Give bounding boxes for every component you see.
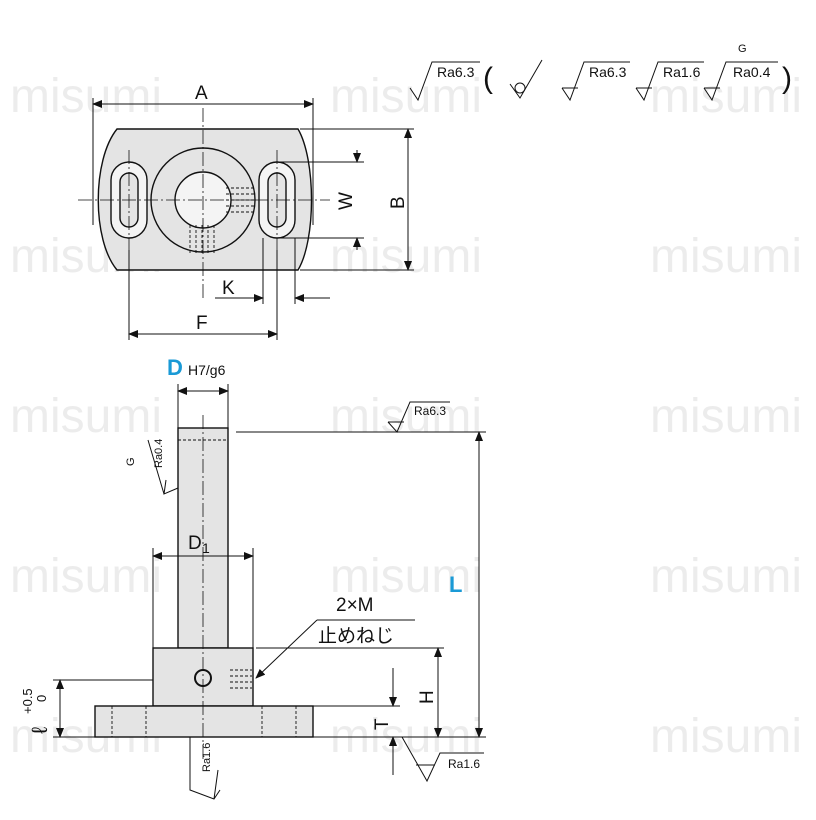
surface-finish-circle [514,82,526,94]
surface-finish-symbol [635,61,704,102]
finish-item-1: Ra6.3 [589,64,627,80]
surface-finish-symbol [703,61,778,102]
surface-finish-symbol [409,61,480,102]
dimension-label-a: A [195,83,208,104]
paren-open: ( [483,62,493,95]
shaft-finish-value: Ra0.4 [153,439,165,468]
top-finish-symbol [387,401,450,433]
dimension-label-d-tolerance: H7/g6 [188,362,226,378]
dimension-label-l: L [449,572,462,597]
callout-qty: 2×M [336,595,374,616]
callout-part: 止めねじ [318,625,394,647]
watermark-text: misumi [10,390,162,443]
callout-leader-line [255,619,318,679]
bottom-finish-value: Ra1.6 [201,743,213,772]
watermark-text: misumi [650,230,802,283]
paren-close: ) [782,62,792,95]
watermark-text: misumi [10,550,162,603]
side-view: D H7/g6 D 1 L H T ℓ +0.5 0 2×M 止めねじ [20,355,486,800]
top-view: A B W K F [78,83,414,340]
watermark-text: misumi [330,550,482,603]
dimension-label-l-small-lower: 0 [34,695,49,702]
surface-finish-legend: Ra6.3 ( Ra6.3 Ra1.6 Ra0.4 G ) [409,43,792,102]
dimension-label-w: W [336,192,357,210]
watermark-text: misumi [330,390,482,443]
base-finish-value: Ra1.6 [448,757,480,771]
watermark-text: misumi [650,390,802,443]
finish-item-2: Ra1.6 [663,64,701,80]
watermark-text: misumi [10,70,162,123]
dimension-label-d1: D [188,533,202,554]
dimension-label-f: F [196,313,208,334]
slot-hidden-lines [111,706,297,737]
watermark-text: misumi [330,70,482,123]
shaft-finish-symbol [147,439,179,495]
finish-item-3: Ra0.4 [733,64,771,80]
dimension-label-b: B [388,196,409,209]
dimension-label-l-small: ℓ [27,726,52,734]
watermark-text: misumi [650,70,802,123]
dimension-label-d: D [167,355,183,380]
shaft-finish-mark: G [125,457,137,466]
surface-finish-symbol [561,61,630,102]
finish-item-3-mark: G [738,43,747,55]
base-finish-symbol [401,736,484,783]
dimension-label-l-small-upper: +0.5 [20,688,35,714]
set-screw-hidden-lines [230,669,252,689]
watermark-text: misumi [650,550,802,603]
surface-finish-symbol-plain [509,59,543,99]
top-finish-value: Ra6.3 [414,404,446,418]
dimension-label-k: K [222,278,235,299]
dimension-label-t: T [372,718,393,730]
flange-base [94,705,314,738]
finish-main-value: Ra6.3 [437,64,475,80]
dimension-label-h: H [417,690,438,704]
dimension-label-d1-sub: 1 [202,540,210,556]
watermark-text: misumi [650,710,802,763]
bottom-finish-symbol [189,737,221,800]
